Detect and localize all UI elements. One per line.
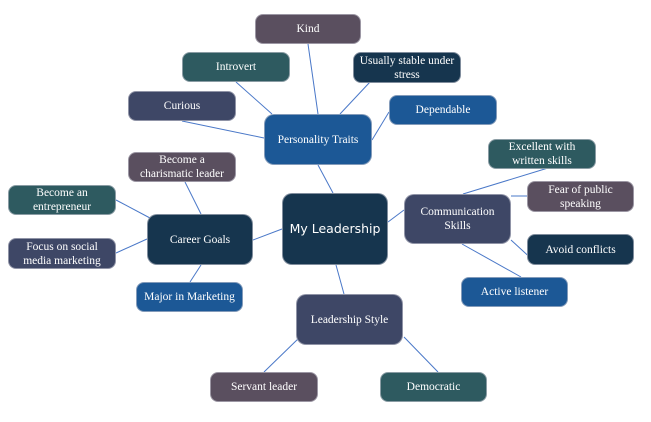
link-center-communication [387, 209, 405, 223]
node-curious[interactable]: Curious [128, 91, 236, 121]
link-dependable [371, 111, 390, 141]
link-curious [181, 120, 265, 139]
link-servant [263, 336, 301, 373]
link-listener [461, 243, 522, 278]
node-major-marketing[interactable]: Major in Marketing [136, 282, 243, 312]
node-charismatic-leader[interactable]: Become a charismatic leader [128, 152, 236, 182]
node-kind[interactable]: Kind [255, 14, 361, 44]
node-fear-public-speaking[interactable]: Fear of public speaking [527, 181, 634, 212]
link-written [462, 167, 549, 195]
node-servant-leader[interactable]: Servant leader [210, 372, 318, 402]
node-entrepreneur[interactable]: Become an entrepreneur [8, 185, 116, 215]
link-introvert [235, 81, 273, 115]
link-kind [307, 43, 319, 115]
link-entrepreneur [115, 199, 151, 219]
node-personality-traits[interactable]: Personality Traits [264, 114, 372, 165]
link-charismatic [184, 181, 202, 215]
link-center-style [335, 264, 345, 295]
node-usually-stable[interactable]: Usually stable under stress [353, 52, 461, 83]
link-stable [339, 81, 371, 115]
node-my-leadership[interactable]: My Leadership [282, 193, 388, 265]
link-center-personality [317, 164, 334, 194]
node-active-listener[interactable]: Active listener [461, 277, 568, 307]
node-social-media[interactable]: Focus on social media marketing [8, 238, 116, 269]
node-democratic[interactable]: Democratic [380, 372, 487, 402]
node-career-goals[interactable]: Career Goals [147, 214, 253, 265]
node-leadership-style[interactable]: Leadership Style [296, 294, 403, 345]
link-center-career [252, 228, 283, 241]
node-introvert[interactable]: Introvert [182, 52, 290, 82]
node-communication-skills[interactable]: Communication Skills [404, 194, 511, 244]
link-marketing [189, 264, 202, 283]
node-dependable[interactable]: Dependable [389, 95, 497, 125]
link-social [115, 238, 148, 254]
node-avoid-conflicts[interactable]: Avoid conflicts [527, 234, 634, 265]
link-democratic [403, 336, 439, 373]
node-written-skills[interactable]: Excellent with written skills [488, 139, 596, 169]
